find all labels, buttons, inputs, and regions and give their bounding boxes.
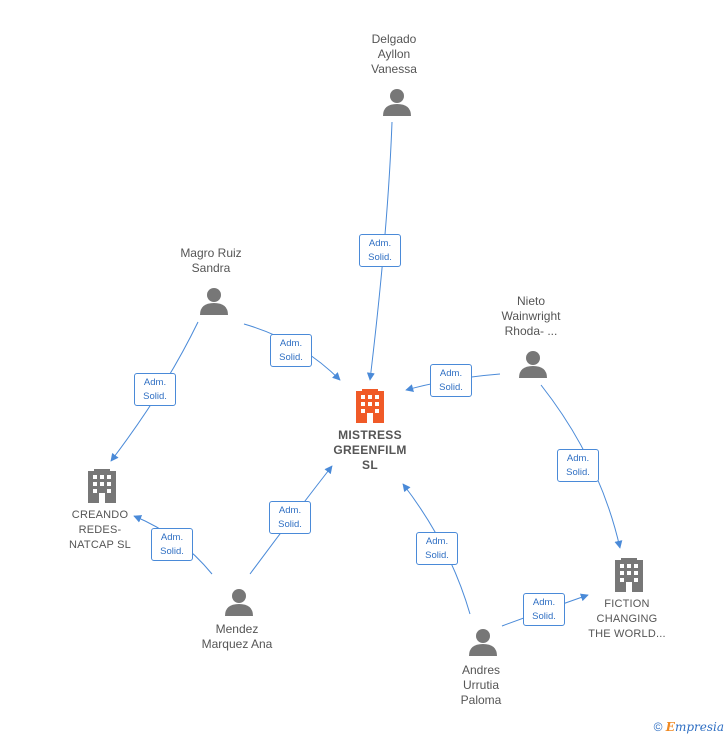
brand-logo: Empresia <box>665 720 724 734</box>
node-andres[interactable]: Andres Urrutia Paloma <box>431 663 531 708</box>
edge-label-magro-creando[interactable]: Adm.Solid. <box>134 373 176 406</box>
edge-label-magro-mistress[interactable]: Adm.Solid. <box>270 334 312 367</box>
person-name-nieto[interactable]: Nieto Wainwright Rhoda- ... <box>501 294 561 338</box>
node-fiction-changing[interactable]: FICTION CHANGING THE WORLD... <box>577 597 677 642</box>
node-mistress-greenfilm[interactable]: MISTRESS GREENFILM SL <box>320 428 420 473</box>
node-delgado[interactable]: Delgado Ayllon Vanessa <box>344 32 444 77</box>
company-name-mistress[interactable]: MISTRESS GREENFILM SL <box>333 428 407 472</box>
person-name-delgado[interactable]: Delgado Ayllon Vanessa <box>371 32 417 76</box>
edge-label-delgado[interactable]: Adm.Solid. <box>359 234 401 267</box>
edge-label-andres-fiction[interactable]: Adm.Solid. <box>523 593 565 626</box>
person-icon[interactable] <box>383 89 411 116</box>
person-icon[interactable] <box>469 629 497 656</box>
building-icon[interactable] <box>356 389 384 423</box>
person-icon[interactable] <box>519 351 547 378</box>
person-name-mendez[interactable]: Mendez Marquez Ana <box>201 622 273 651</box>
node-creando-redes[interactable]: CREANDO REDES- NATCAP SL <box>50 508 150 553</box>
company-name-creando[interactable]: CREANDO REDES- NATCAP SL <box>69 509 131 551</box>
person-icon[interactable] <box>200 288 228 315</box>
brand-footer: © Empresia <box>654 720 724 734</box>
edge-label-nieto-fiction[interactable]: Adm.Solid. <box>557 449 599 482</box>
person-name-andres[interactable]: Andres Urrutia Paloma <box>460 663 502 707</box>
copyright-symbol: © <box>653 720 663 734</box>
person-name-magro[interactable]: Magro Ruiz Sandra <box>180 246 242 275</box>
building-icon[interactable] <box>88 469 116 503</box>
node-nieto[interactable]: Nieto Wainwright Rhoda- ... <box>481 294 581 339</box>
building-icon[interactable] <box>615 558 643 592</box>
edge-label-mendez-mistress[interactable]: Adm.Solid. <box>269 501 311 534</box>
node-magro[interactable]: Magro Ruiz Sandra <box>161 246 261 276</box>
person-icon[interactable] <box>225 589 253 616</box>
company-name-fiction[interactable]: FICTION CHANGING THE WORLD... <box>588 598 666 640</box>
edge-label-nieto-mistress[interactable]: Adm.Solid. <box>430 364 472 397</box>
node-mendez[interactable]: Mendez Marquez Ana <box>187 622 287 652</box>
edge-label-mendez-creando[interactable]: Adm.Solid. <box>151 528 193 561</box>
edge-label-andres-mistress[interactable]: Adm.Solid. <box>416 532 458 565</box>
